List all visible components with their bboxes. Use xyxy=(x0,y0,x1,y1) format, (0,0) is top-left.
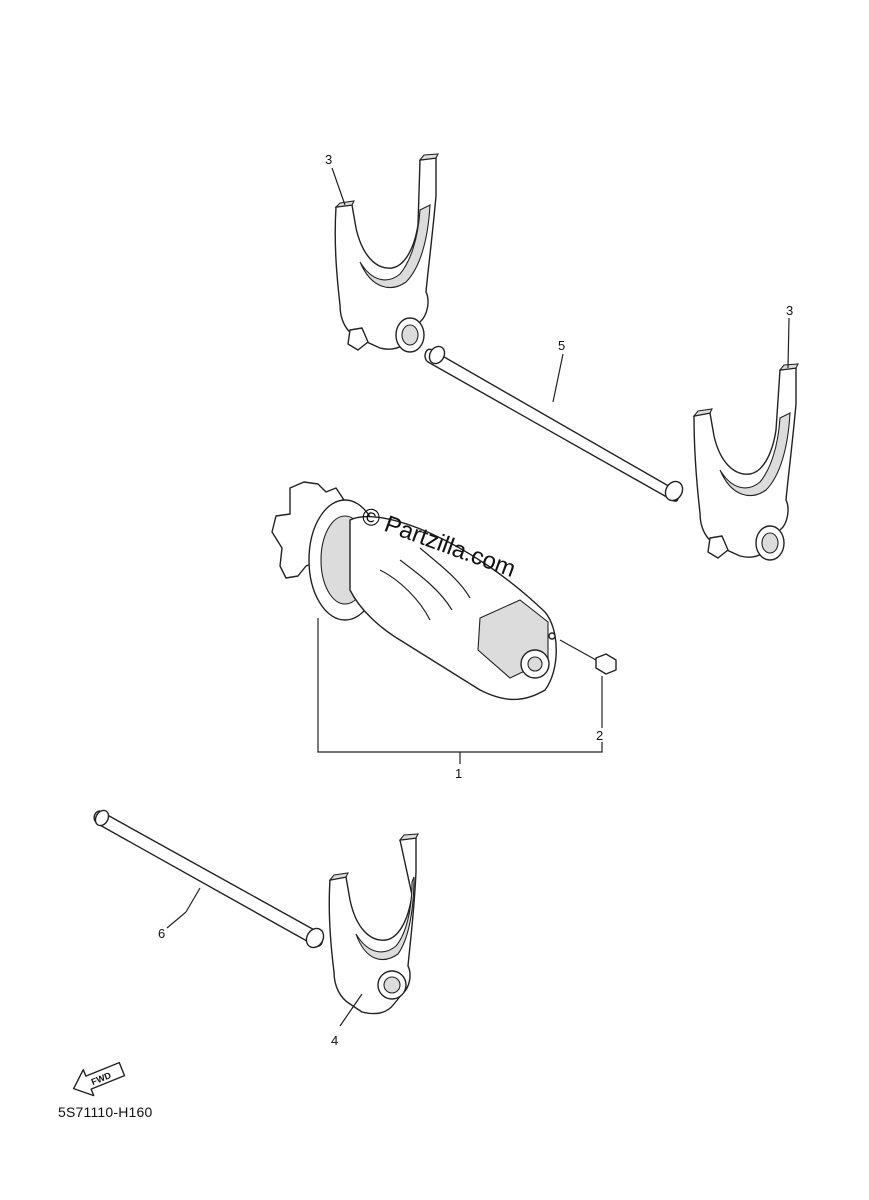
diagram-code: 5S71110-H160 xyxy=(58,1104,153,1120)
leader-lines xyxy=(166,167,790,1027)
shift-fork-3-upper[interactable] xyxy=(334,153,439,353)
callout-2: 2 xyxy=(596,728,603,743)
callout-6: 6 xyxy=(158,926,165,941)
shift-fork-3-right[interactable] xyxy=(692,363,799,561)
guide-bar-5[interactable] xyxy=(424,344,686,504)
callout-4: 4 xyxy=(331,1033,338,1048)
shift-drum-1[interactable] xyxy=(271,481,557,701)
callout-5: 5 xyxy=(558,338,565,353)
callout-1: 1 xyxy=(455,766,462,781)
screw-2[interactable] xyxy=(548,632,617,675)
callout-3-right: 3 xyxy=(786,303,793,318)
guide-bar-6[interactable] xyxy=(93,808,327,951)
fwd-arrow-icon: FWD xyxy=(72,1061,126,1097)
shift-fork-4[interactable] xyxy=(328,833,419,1015)
callout-3-upper: 3 xyxy=(325,152,332,167)
